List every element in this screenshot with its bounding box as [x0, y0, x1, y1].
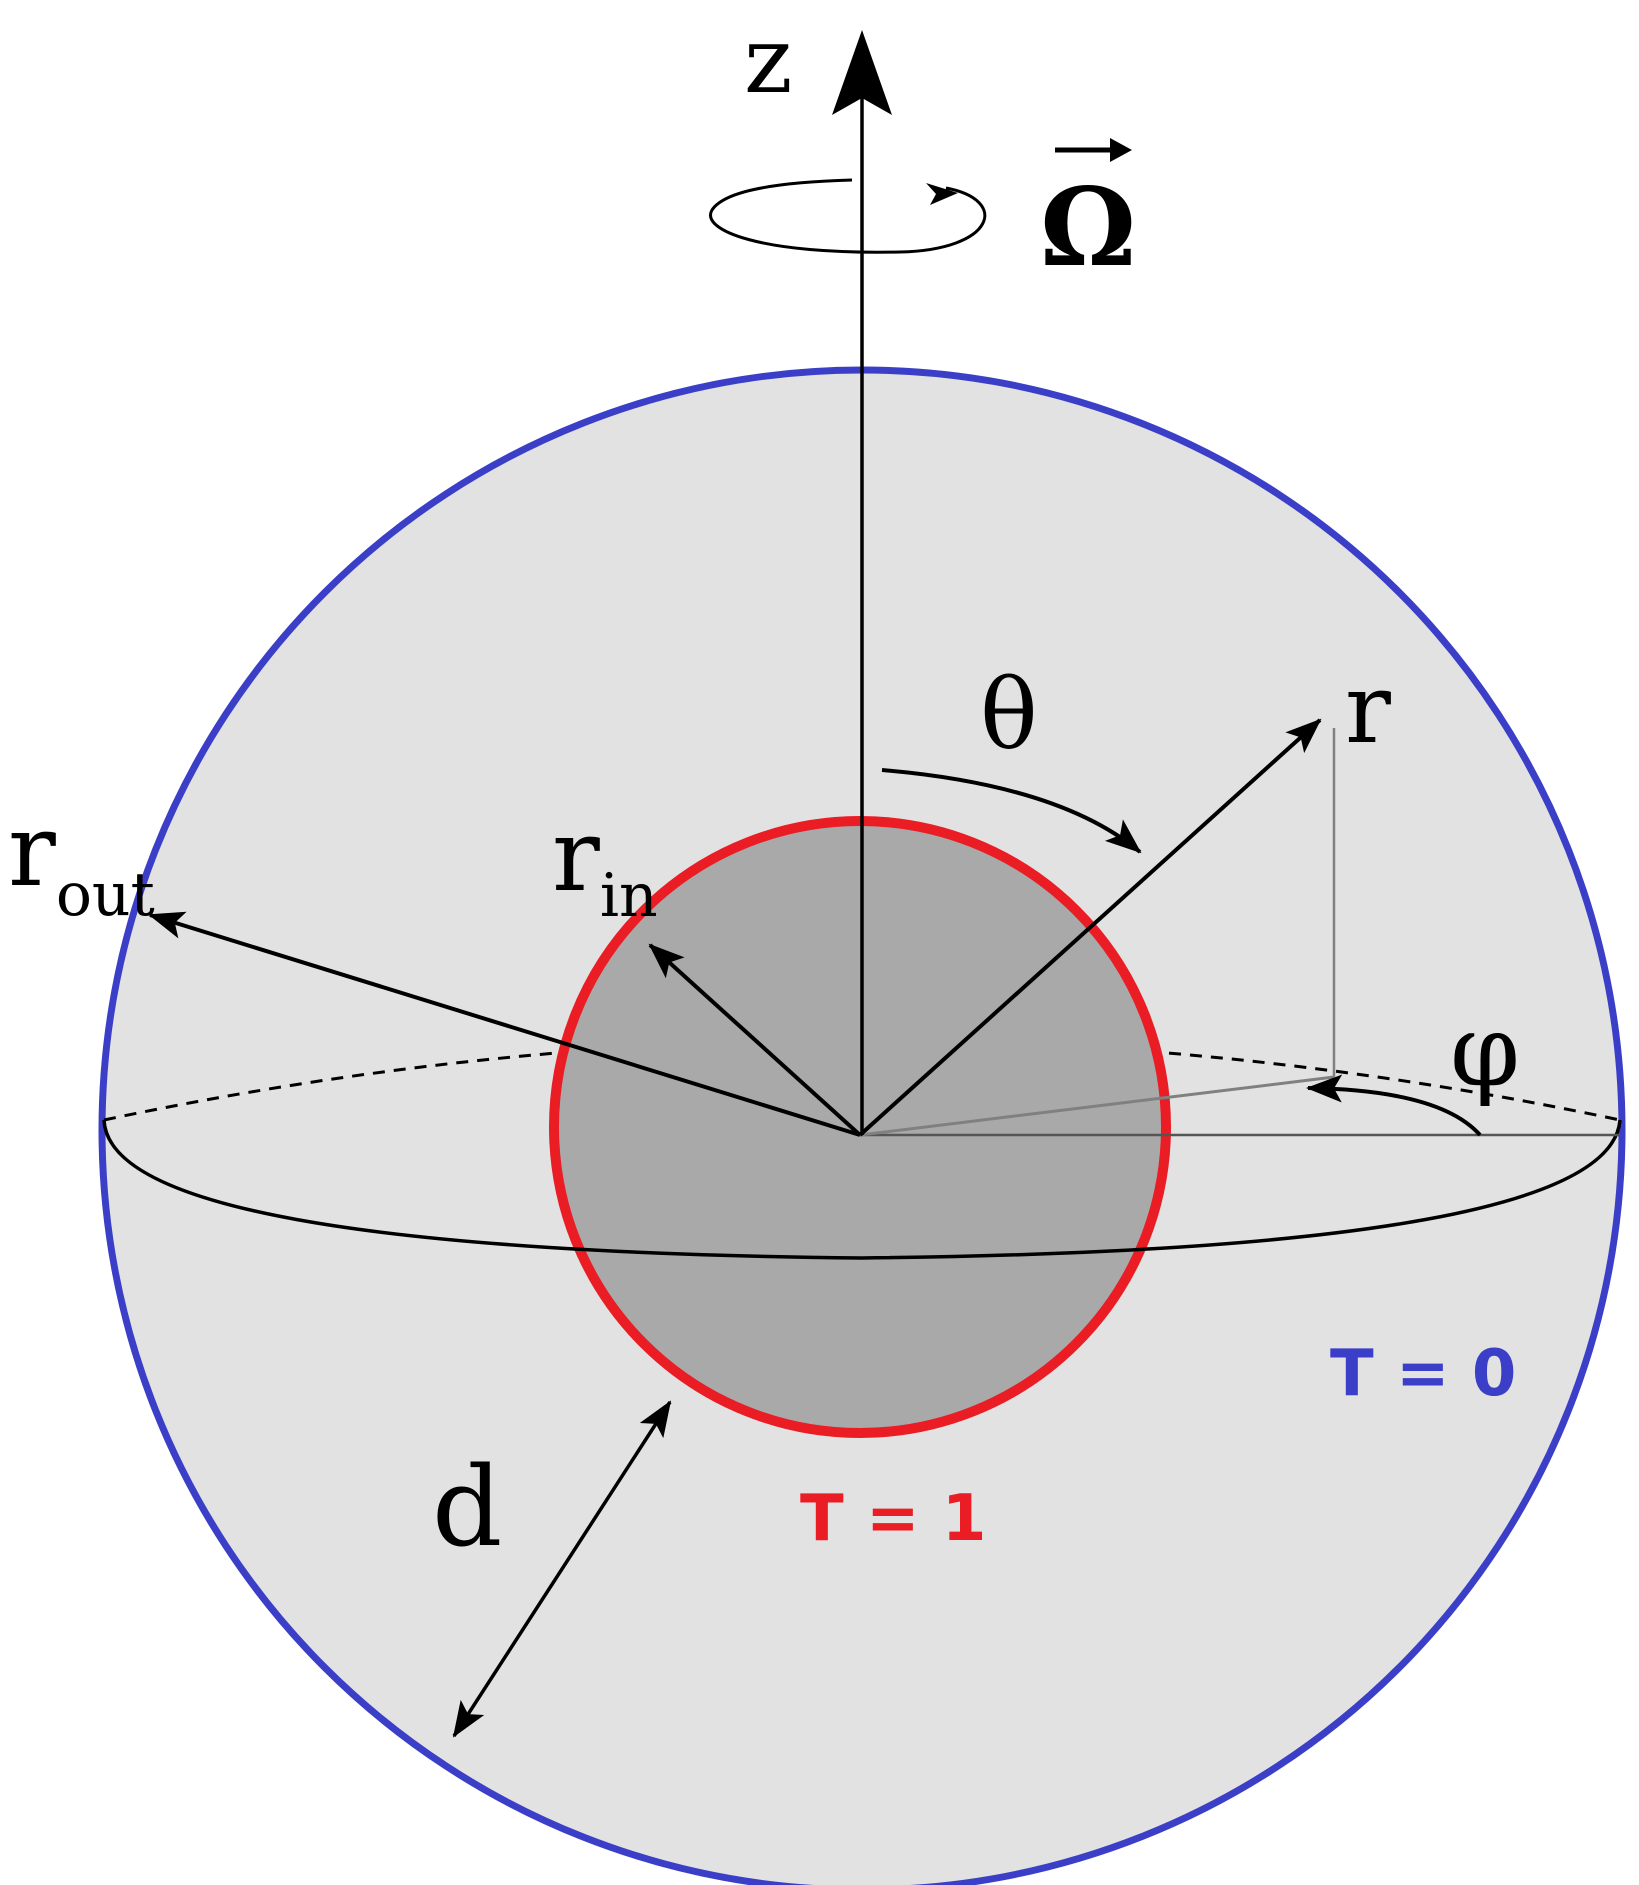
- omega-vector-arrowhead: [1110, 138, 1132, 162]
- r-label: r: [1345, 653, 1391, 765]
- phi-label: φ: [1450, 992, 1520, 1109]
- inner-sphere: [549, 816, 1171, 1438]
- equator-front: [102, 1119, 1622, 1260]
- r-out-label: rout: [8, 792, 155, 930]
- r-in-main: r: [552, 797, 600, 914]
- r-out-sub: out: [56, 860, 155, 930]
- z-axis-label: z: [744, 7, 792, 114]
- rotation-ellipse: [709, 178, 987, 254]
- r-in-sub: in: [600, 861, 658, 931]
- phi-arc: [1306, 1074, 1482, 1137]
- r-arrow: [858, 718, 1322, 1137]
- outer-boundary-label: T = 0: [1330, 1337, 1516, 1411]
- inner-boundary-label: T = 1: [800, 1482, 986, 1556]
- r-in-label: rin: [552, 797, 658, 931]
- theta-label: θ: [980, 659, 1038, 771]
- theta-arc: [881, 768, 1142, 854]
- d-label: d: [432, 1443, 502, 1571]
- r-out-arrow: [148, 911, 861, 1137]
- r-in-arrow: [648, 943, 862, 1137]
- r-out-main: r: [8, 792, 56, 909]
- omega-label: Ω: [1040, 165, 1136, 291]
- projection-line: [859, 1075, 1335, 1137]
- z-axis-arrowhead: [832, 30, 892, 115]
- d-arrow: [452, 1400, 672, 1738]
- rotation-arrowhead: [926, 183, 958, 205]
